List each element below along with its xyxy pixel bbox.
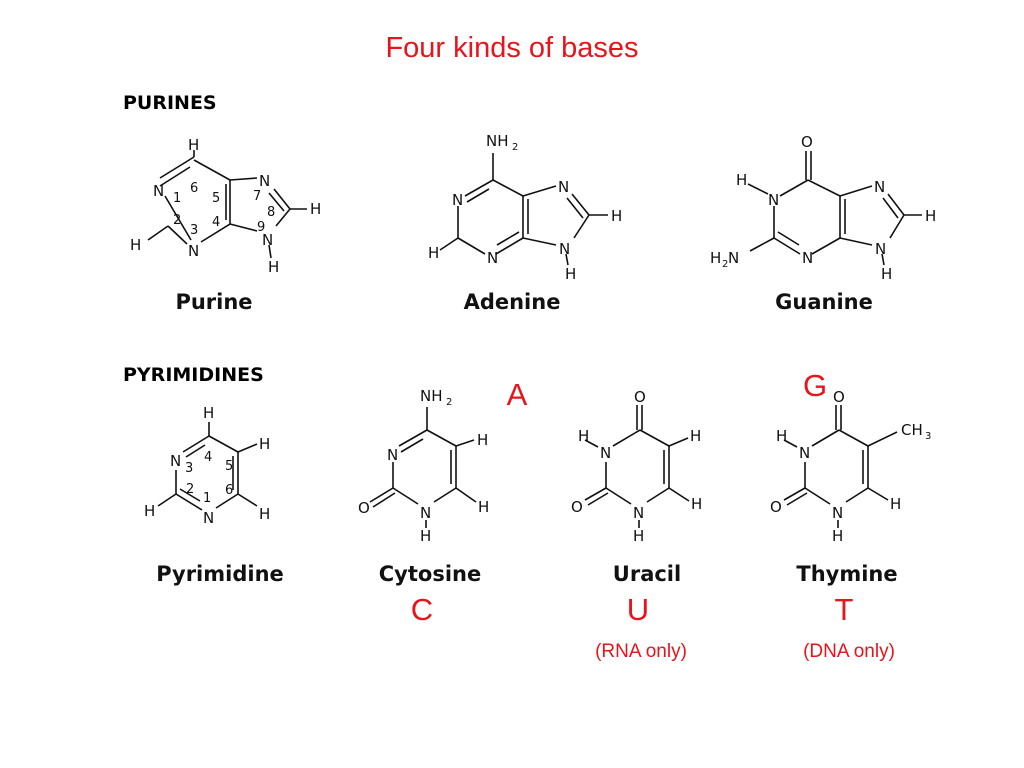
svg-text:H: H (268, 258, 279, 276)
svg-text:H: H (611, 207, 622, 225)
svg-text:2: 2 (722, 259, 728, 270)
svg-text:N: N (262, 231, 273, 249)
svg-text:N: N (558, 178, 569, 196)
svg-text:H: H (130, 236, 141, 254)
svg-text:N: N (188, 242, 199, 260)
purine-atom-h-top: H (188, 136, 199, 154)
svg-text:CH: CH (901, 421, 923, 439)
letter-t: T (834, 592, 854, 627)
svg-text:H: H (203, 404, 214, 422)
svg-text:N: N (452, 191, 463, 209)
svg-text:NH: NH (486, 132, 509, 150)
svg-text:H: H (478, 498, 489, 516)
svg-text:O: O (801, 133, 813, 151)
svg-text:1: 1 (173, 191, 181, 206)
svg-text:H: H (690, 427, 701, 445)
svg-text:N: N (799, 444, 810, 462)
svg-text:N: N (170, 452, 181, 470)
svg-text:H: H (144, 502, 155, 520)
uracil-label: Uracil (612, 562, 682, 586)
svg-text:5: 5 (225, 459, 233, 474)
svg-text:5: 5 (212, 191, 220, 206)
svg-text:H: H (259, 435, 270, 453)
svg-text:4: 4 (204, 450, 212, 465)
svg-text:3: 3 (190, 223, 198, 238)
page-title: Four kinds of bases (385, 32, 639, 64)
pyrimidine-label: Pyrimidine (156, 562, 284, 586)
svg-text:NH: NH (420, 387, 443, 405)
svg-text:H: H (259, 505, 270, 523)
svg-text:N: N (559, 240, 570, 258)
svg-text:H: H (633, 527, 644, 545)
svg-text:2: 2 (186, 482, 194, 497)
svg-text:1: 1 (203, 491, 211, 506)
note-dna-only: (DNA only) (803, 641, 895, 662)
svg-text:N: N (728, 249, 739, 267)
purine-label: Purine (175, 290, 253, 314)
letter-g: G (802, 368, 828, 403)
svg-text:N: N (633, 504, 644, 522)
letter-u: U (626, 592, 650, 627)
note-rna-only: (RNA only) (595, 641, 687, 662)
svg-text:H: H (477, 431, 488, 449)
svg-text:O: O (358, 499, 370, 517)
svg-text:N: N (875, 240, 886, 258)
cytosine-label: Cytosine (378, 562, 482, 586)
svg-text:6: 6 (225, 483, 233, 498)
svg-text:N: N (874, 178, 885, 196)
svg-text:N: N (768, 191, 779, 209)
pyrimidines-heading: PYRIMIDINES (123, 364, 264, 386)
letter-a: A (506, 377, 528, 412)
svg-text:2: 2 (446, 397, 452, 408)
svg-text:N: N (802, 249, 813, 267)
svg-text:2: 2 (512, 142, 518, 153)
svg-text:N: N (487, 249, 498, 267)
svg-text:H: H (310, 200, 321, 218)
svg-text:N: N (600, 444, 611, 462)
purines-heading: PURINES (123, 92, 217, 114)
svg-text:N: N (420, 504, 431, 522)
svg-text:N: N (387, 446, 398, 464)
svg-text:H: H (881, 265, 892, 283)
guanine-label: Guanine (775, 290, 873, 314)
svg-text:O: O (833, 388, 845, 406)
svg-text:N: N (259, 172, 270, 190)
svg-text:3: 3 (925, 431, 931, 442)
svg-text:6: 6 (190, 181, 198, 196)
svg-text:H: H (776, 427, 787, 445)
svg-text:H: H (428, 244, 439, 262)
svg-text:H: H (832, 527, 843, 545)
svg-text:H: H (736, 171, 747, 189)
svg-text:9: 9 (257, 220, 265, 235)
svg-text:H: H (565, 265, 576, 283)
svg-text:N: N (153, 182, 164, 200)
svg-text:3: 3 (185, 461, 193, 476)
svg-text:2: 2 (173, 213, 181, 228)
svg-text:8: 8 (267, 205, 275, 220)
letter-c: C (410, 592, 434, 627)
svg-text:H: H (578, 427, 589, 445)
svg-text:4: 4 (212, 215, 220, 230)
svg-text:H: H (691, 495, 702, 513)
thymine-label: Thymine (796, 562, 898, 586)
svg-text:7: 7 (253, 189, 261, 204)
svg-text:N: N (832, 504, 843, 522)
svg-text:H: H (925, 207, 936, 225)
adenine-label: Adenine (463, 290, 561, 314)
svg-text:H: H (420, 527, 431, 545)
svg-text:O: O (634, 388, 646, 406)
svg-text:N: N (203, 509, 214, 527)
svg-text:H: H (890, 495, 901, 513)
svg-text:O: O (770, 498, 782, 516)
svg-text:H: H (710, 249, 721, 267)
svg-text:O: O (571, 498, 583, 516)
